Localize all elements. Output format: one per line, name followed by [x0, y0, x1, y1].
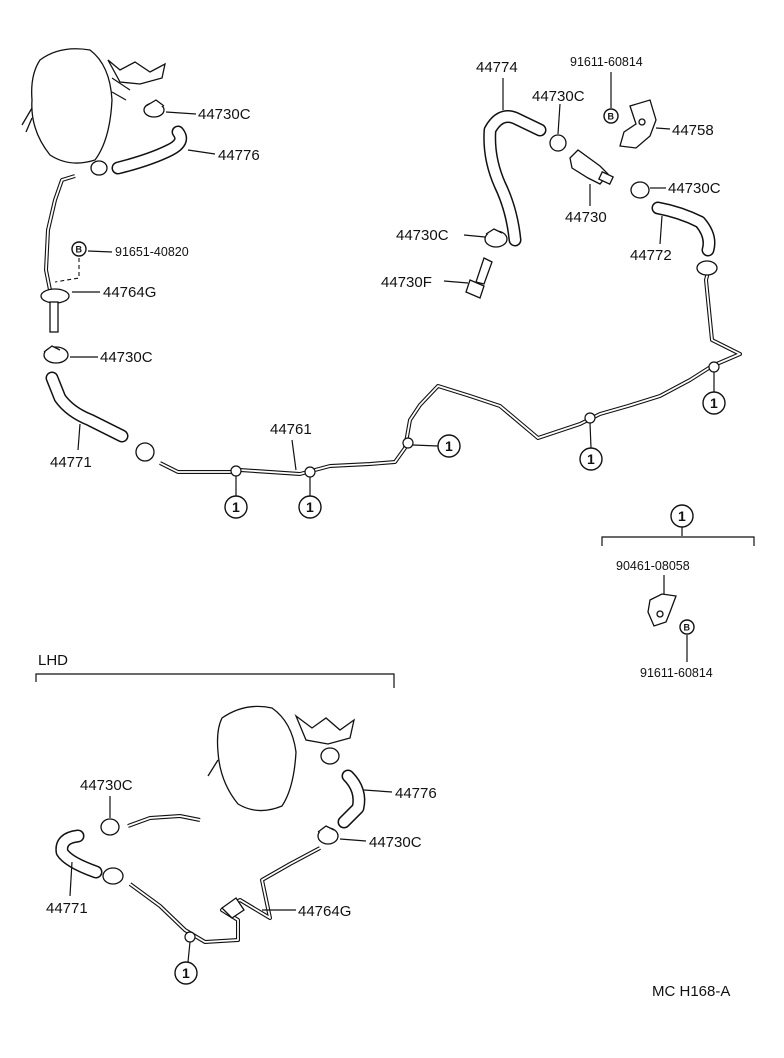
clamp-44730c-upper-right [549, 134, 567, 152]
clamp-44771-end [135, 442, 155, 462]
leader-44730f [443, 280, 469, 284]
clip-ref-b: 1 [298, 466, 322, 519]
label-lhd: LHD [38, 652, 68, 669]
hose-44774 [483, 110, 547, 247]
lhd-bracket [35, 673, 395, 688]
leader-91651 [87, 250, 113, 253]
svg-text:B: B [76, 245, 83, 255]
bracket-44758 [619, 99, 657, 149]
vsv-44730 [569, 149, 614, 186]
svg-text:1: 1 [445, 438, 453, 454]
clip-ref-lhd: 1 [174, 931, 198, 985]
label-91611-bottom: 91611-60814 [640, 666, 713, 680]
connector-44730f [465, 257, 493, 299]
clamp-lhd-booster [320, 747, 340, 765]
label-44730f: 44730F [381, 274, 432, 291]
label-44771-2: 44771 [46, 900, 88, 917]
pipe-44764g-lhd [128, 846, 321, 944]
label-91651-40820: 91651-40820 [115, 245, 189, 259]
label-44730c-2: 44730C [100, 349, 153, 366]
clamp-44730c-top-left [143, 99, 165, 118]
clamp-44730c-lhd-left [100, 818, 120, 836]
clip-ref-c: 1 [402, 434, 461, 458]
svg-text:1: 1 [182, 965, 190, 981]
leader-44730c-7 [339, 838, 367, 842]
label-44730c-1: 44730C [198, 106, 251, 123]
leader-44772 [659, 215, 663, 245]
label-44730c-3: 44730C [532, 88, 585, 105]
bolt-91611-top: B [603, 108, 619, 124]
label-90461-08058: 90461-08058 [616, 559, 690, 573]
clip-detail-inset: 1 [601, 504, 755, 546]
clamp-44730c-lhd-right [317, 825, 339, 845]
leader-44730c-3 [557, 103, 561, 135]
hose-44772 [651, 201, 716, 257]
label-44730: 44730 [565, 209, 607, 226]
bolt-91611-bottom: B [679, 619, 695, 635]
label-44772: 44772 [630, 247, 672, 264]
clip-ref-d: 1 [579, 412, 603, 471]
label-44761: 44761 [270, 421, 312, 438]
svg-text:1: 1 [232, 499, 240, 515]
clamp-44730c-right [630, 181, 650, 199]
svg-text:1: 1 [710, 395, 718, 411]
leader-44776-1 [187, 149, 216, 155]
leader-44771-1 [77, 423, 81, 451]
bolt-91651-40820: B [71, 241, 87, 257]
svg-text:1: 1 [678, 508, 686, 524]
grommet-44764g-top [40, 288, 70, 333]
label-44764g-2: 44764G [298, 903, 351, 920]
clamp-44730c-left-mid [43, 345, 69, 364]
label-44730c-4: 44730C [668, 180, 721, 197]
clamp-44730c-mid [484, 228, 508, 248]
clip-ref-a: 1 [224, 465, 248, 519]
label-44730c-7: 44730C [369, 834, 422, 851]
brake-booster-lhd [207, 705, 356, 812]
hose-44776-top [90, 125, 188, 176]
leader-44761 [291, 439, 297, 471]
svg-text:1: 1 [306, 499, 314, 515]
label-44758: 44758 [672, 122, 714, 139]
brake-booster-top [21, 48, 166, 164]
svg-text:B: B [608, 112, 615, 122]
pipe-stub-lhd [127, 814, 201, 828]
leader-44730c-5 [463, 234, 486, 238]
hose-44771-top [45, 371, 129, 443]
label-44730c-5: 44730C [396, 227, 449, 244]
leader-44771-2 [69, 861, 73, 897]
leader-44776-2 [363, 789, 393, 793]
leader-44758 [655, 127, 671, 130]
svg-text:B: B [684, 623, 691, 633]
clamp-44772-end [696, 260, 718, 276]
label-44771-1: 44771 [50, 454, 92, 471]
label-44774: 44774 [476, 59, 518, 76]
clip-ref-e: 1 [702, 361, 726, 415]
label-44776-2: 44776 [395, 785, 437, 802]
svg-text:1: 1 [587, 451, 595, 467]
label-44776-1: 44776 [218, 147, 260, 164]
clamp-44771-lhd-end [102, 867, 124, 885]
pipe-booster-to-grommet [44, 174, 76, 291]
hose-44771-lhd [55, 829, 103, 879]
label-44764g-1: 44764G [103, 284, 156, 301]
clip-90461-08058 [647, 593, 677, 627]
reference-code: MC H168-A [652, 983, 730, 1000]
label-44730c-6: 44730C [80, 777, 133, 794]
hose-44776-lhd [337, 769, 366, 829]
label-91611-top: 91611-60814 [570, 55, 643, 69]
leader-44730c-1 [165, 111, 197, 115]
dash-91651 [54, 258, 80, 283]
